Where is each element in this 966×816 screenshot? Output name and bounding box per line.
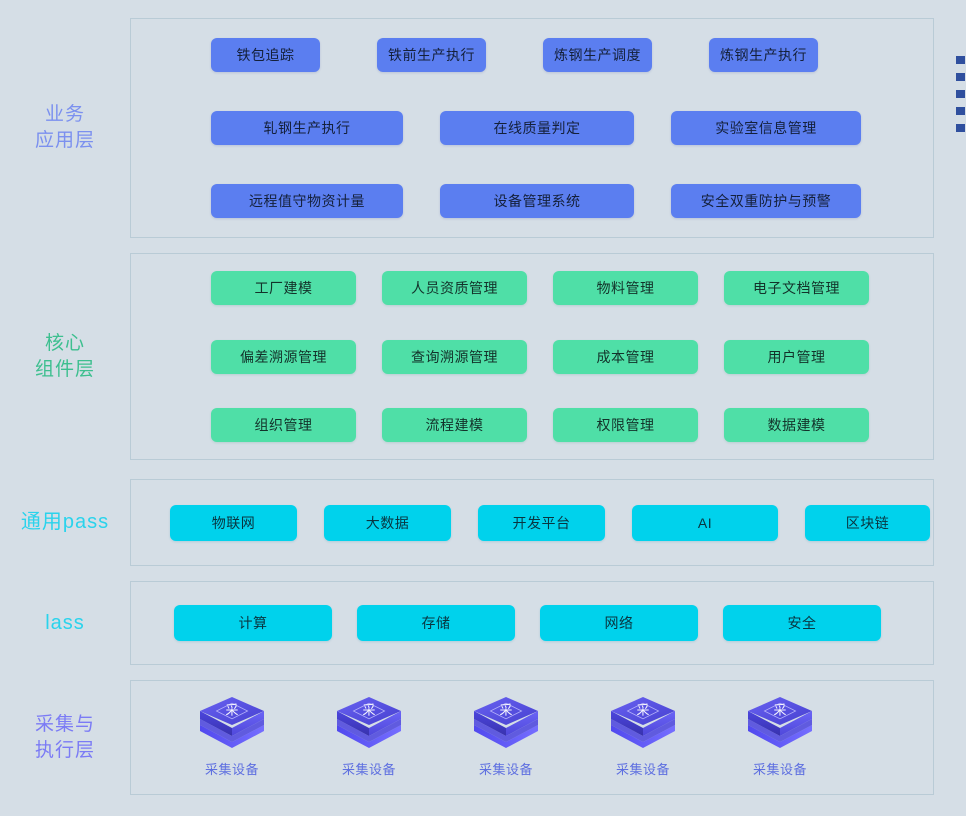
core-row-3: 组织管理 流程建模 权限管理 数据建模 — [153, 391, 911, 459]
paas-item-ai[interactable]: AI — [632, 504, 778, 541]
core-row-1: 工厂建模 人员资质管理 物料管理 电子文档管理 — [153, 254, 911, 322]
legend-bullet — [956, 107, 965, 115]
device-cube-icon: 采 — [337, 697, 401, 748]
core-item-wu-liao-guan-li[interactable]: 物料管理 — [553, 271, 698, 306]
core-row-2: 偏差溯源管理 查询溯源管理 成本管理 用户管理 — [153, 322, 911, 390]
legend-bullet — [956, 56, 965, 64]
core-item-liu-cheng-jian-mo[interactable]: 流程建模 — [382, 407, 527, 442]
business-row-2: 轧钢生产执行 在线质量判定 实验室信息管理 — [153, 92, 911, 165]
edge-legend-list — [950, 56, 966, 132]
business-item-tie-bao-zhui-zong[interactable]: 铁包追踪 — [211, 38, 320, 73]
panel-iaas: 计算 存储 网络 安全 — [130, 581, 934, 665]
business-item-an-quan-shuang-zhong-fang-hu-yu-yu-jing[interactable]: 安全双重防护与预警 — [671, 183, 861, 218]
layer-general-paas: 通用pass 物联网 大数据 开发平台 AI 区块链 — [0, 479, 934, 566]
iaas-item-an-quan[interactable]: 安全 — [723, 605, 881, 641]
svg-text:采: 采 — [774, 704, 787, 719]
business-item-tie-qian-sheng-chan-zhi-xing[interactable]: 铁前生产执行 — [377, 38, 486, 73]
business-item-lian-gang-sheng-chan-diao-du[interactable]: 炼钢生产调度 — [543, 38, 652, 73]
layer-acquisition-execution: 采集与 执行层 采 — [0, 680, 934, 795]
core-item-gong-chang-jian-mo[interactable]: 工厂建模 — [211, 271, 356, 306]
core-item-shu-ju-jian-mo[interactable]: 数据建模 — [724, 407, 869, 442]
device-cube-icon: 采 — [200, 697, 264, 748]
panel-core-component: 工厂建模 人员资质管理 物料管理 电子文档管理 偏差溯源管理 查询溯源管理 成本… — [130, 253, 934, 460]
iaas-row-1: 计算 存储 网络 安全 — [131, 582, 933, 664]
panel-acquisition-execution: 采 采集设备 采 采集设备 — [130, 680, 934, 795]
core-item-zu-zhi-guan-li[interactable]: 组织管理 — [211, 407, 356, 442]
device-label: 采集设备 — [478, 762, 533, 777]
layer-label-business-application: 业务 应用层 — [34, 104, 95, 151]
svg-text:采: 采 — [226, 704, 239, 719]
device-label: 采集设备 — [752, 762, 807, 777]
device-acquisition-5[interactable]: 采 采集设备 — [739, 697, 821, 778]
core-item-quan-xian-guan-li[interactable]: 权限管理 — [553, 407, 698, 442]
paas-item-wu-lian-wang[interactable]: 物联网 — [170, 504, 297, 541]
iaas-item-wang-luo[interactable]: 网络 — [540, 605, 698, 641]
business-item-shi-yan-shi-xin-xi-guan-li[interactable]: 实验室信息管理 — [671, 111, 861, 145]
core-item-cheng-ben-guan-li[interactable]: 成本管理 — [553, 339, 698, 374]
business-row-3: 远程值守物资计量 设备管理系统 安全双重防护与预警 — [153, 164, 911, 237]
layer-label-general-paas: 通用pass — [20, 511, 110, 533]
paas-item-da-shu-ju[interactable]: 大数据 — [324, 504, 451, 541]
core-item-ren-yuan-zi-zhi-guan-li[interactable]: 人员资质管理 — [382, 271, 527, 306]
paas-row-1: 物联网 大数据 开发平台 AI 区块链 — [131, 480, 933, 565]
paas-item-qu-kuai-lian[interactable]: 区块链 — [805, 504, 930, 541]
device-acquisition-4[interactable]: 采 采集设备 — [602, 697, 684, 778]
layer-label-acquisition-execution: 采集与 执行层 — [34, 713, 95, 761]
device-acquisition-2[interactable]: 采 采集设备 — [328, 697, 410, 778]
panel-general-paas: 物联网 大数据 开发平台 AI 区块链 — [130, 479, 934, 566]
core-item-pian-cha-su-yuan-guan-li[interactable]: 偏差溯源管理 — [211, 339, 356, 374]
business-item-yuan-cheng-zhi-shou-wu-zi-ji-liang[interactable]: 远程值守物资计量 — [211, 183, 403, 218]
legend-bullet — [956, 124, 965, 132]
core-item-cha-xun-su-yuan-guan-li[interactable]: 查询溯源管理 — [382, 339, 527, 374]
iaas-item-cun-chu[interactable]: 存储 — [357, 605, 515, 641]
layer-label-iaas: lass — [45, 611, 85, 634]
business-item-za-gang-sheng-chan-zhi-xing[interactable]: 轧钢生产执行 — [211, 111, 403, 145]
legend-bullet — [956, 90, 965, 98]
svg-text:采: 采 — [637, 704, 650, 719]
device-row: 采 采集设备 采 采集设备 — [131, 681, 933, 794]
device-cube-icon: 采 — [611, 697, 675, 748]
legend-bullet — [956, 73, 965, 81]
layer-core-component: 核心 组件层 工厂建模 人员资质管理 物料管理 电子文档管理 偏差溯源管理 查询… — [0, 253, 934, 460]
layer-iaas: lass 计算 存储 网络 安全 — [0, 581, 934, 665]
svg-text:采: 采 — [500, 704, 513, 719]
device-acquisition-3[interactable]: 采 采集设备 — [465, 697, 547, 778]
business-item-zai-xian-zhi-liang-pan-ding[interactable]: 在线质量判定 — [440, 111, 634, 145]
core-item-dian-zi-wen-dang-guan-li[interactable]: 电子文档管理 — [724, 271, 869, 306]
device-cube-icon: 采 — [474, 697, 538, 748]
layer-label-core-component: 核心 组件层 — [34, 332, 95, 380]
paas-item-kai-fa-ping-tai[interactable]: 开发平台 — [478, 504, 605, 541]
device-label: 采集设备 — [615, 762, 670, 777]
panel-business-application: 铁包追踪 铁前生产执行 炼钢生产调度 炼钢生产执行 轧钢生产执行 在线质量判定 … — [130, 18, 934, 238]
device-label: 采集设备 — [341, 762, 396, 777]
device-cube-icon: 采 — [748, 697, 812, 748]
device-label: 采集设备 — [204, 762, 259, 777]
business-item-she-bei-guan-li-xi-tong[interactable]: 设备管理系统 — [440, 183, 634, 218]
layer-business-application: 业务 应用层 铁包追踪 铁前生产执行 炼钢生产调度 炼钢生产执行 轧钢生产执行 … — [0, 18, 934, 238]
business-item-lian-gang-sheng-chan-zhi-xing[interactable]: 炼钢生产执行 — [709, 38, 818, 73]
core-item-yong-hu-guan-li[interactable]: 用户管理 — [724, 339, 869, 374]
business-row-1: 铁包追踪 铁前生产执行 炼钢生产调度 炼钢生产执行 — [153, 19, 911, 92]
svg-text:采: 采 — [363, 704, 376, 719]
iaas-item-ji-suan[interactable]: 计算 — [174, 605, 332, 641]
device-acquisition-1[interactable]: 采 采集设备 — [191, 697, 273, 778]
